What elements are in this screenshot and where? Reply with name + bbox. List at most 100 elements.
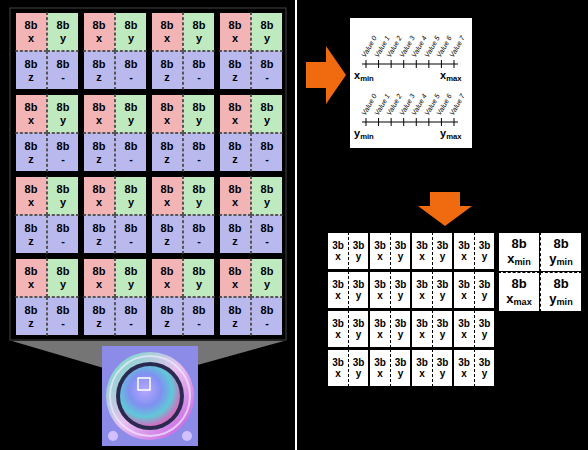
cell-label: 3b xyxy=(374,240,386,252)
index-cell: 3bx xyxy=(369,271,390,309)
cell-label: 8b xyxy=(553,277,568,292)
cell-label: 3b xyxy=(458,279,470,291)
cell-label: x xyxy=(377,329,383,341)
pixel-channel-cell: 8b- xyxy=(251,51,283,90)
cell-label: 3b xyxy=(353,357,365,369)
cell-label: 8b xyxy=(261,183,274,196)
index-cell: 3by xyxy=(390,232,411,270)
cell-label: 8b xyxy=(25,222,38,235)
cell-label: 8b xyxy=(229,101,242,114)
cell-label: 8b xyxy=(93,140,106,153)
cell-label: 8b xyxy=(261,19,274,32)
index-cell: 3by xyxy=(348,310,369,348)
cell-label: 3b xyxy=(395,240,407,252)
cell-label: 8b xyxy=(261,304,274,317)
range-label: ymax xyxy=(440,127,462,139)
cell-label: 3b xyxy=(437,318,449,330)
pixel-channel-cell: 8bz xyxy=(219,133,251,172)
cell-label: x xyxy=(96,32,102,45)
cell-label: x xyxy=(28,32,34,45)
cell-label: 8b xyxy=(511,277,526,292)
pixel-channel-cell: 8b- xyxy=(115,215,147,254)
pixel-channel-cell: 8bx xyxy=(219,176,251,215)
index-cell: 3by xyxy=(432,232,453,270)
cell-label: 8b xyxy=(57,19,70,32)
cell-label: 8b xyxy=(125,183,138,196)
cell-label: x xyxy=(461,251,467,263)
pixel-channel-cell: 8by xyxy=(47,12,79,51)
index-cell: 3by xyxy=(432,271,453,309)
cell-label: 8b xyxy=(229,140,242,153)
cell-label: - xyxy=(61,235,65,248)
cell-label: y xyxy=(60,278,66,291)
index-cell: 3by xyxy=(474,310,495,348)
cell-label: x xyxy=(232,32,238,45)
pixel-channel-cell: 8by xyxy=(251,258,283,297)
cell-label: x xyxy=(232,196,238,209)
cell-label: z xyxy=(232,317,238,330)
pixel-channel-cell: 8bx xyxy=(83,12,115,51)
cell-label: - xyxy=(61,317,65,330)
cell-label: x xyxy=(164,32,170,45)
cell-label: z xyxy=(28,317,34,330)
cell-label: ymin xyxy=(549,252,572,267)
cell-label: 8b xyxy=(93,304,106,317)
pixel-channel-cell: 8b- xyxy=(183,51,215,90)
pixel-channel-cell: 8bz xyxy=(219,297,251,336)
cell-label: 8b xyxy=(161,265,174,278)
index-cell: 3by xyxy=(390,349,411,387)
cell-label: y xyxy=(398,368,404,380)
cell-label: 8b xyxy=(25,19,38,32)
cell-label: x xyxy=(96,278,102,291)
index-cell: 3bx xyxy=(369,349,390,387)
cell-label: z xyxy=(96,71,102,84)
cell-label: 8b xyxy=(57,58,70,71)
cell-label: - xyxy=(265,317,269,330)
cell-label: xmin xyxy=(507,252,530,267)
pixel-channel-cell: 8bx xyxy=(219,94,251,133)
pixel-channel-cell: 8b- xyxy=(251,297,283,336)
index-cell: 3bx xyxy=(411,349,432,387)
pixel-channel-cell: 8bz xyxy=(15,51,47,90)
cell-label: x xyxy=(164,278,170,291)
index-cell: 3by xyxy=(432,349,453,387)
index-cell: 3by xyxy=(474,271,495,309)
pixel-channel-cell: 8b- xyxy=(115,297,147,336)
cell-label: 8b xyxy=(193,58,206,71)
cell-label: 8b xyxy=(125,140,138,153)
cell-label: 3b xyxy=(437,357,449,369)
grid-frame xyxy=(10,8,286,340)
pixel-channel-cell: 8b- xyxy=(47,297,79,336)
cell-label: 8b xyxy=(125,101,138,114)
cell-label: 3b xyxy=(458,318,470,330)
cell-label: - xyxy=(197,317,201,330)
cell-label: 3b xyxy=(479,357,491,369)
arrow-down xyxy=(418,192,472,226)
cell-label: 8b xyxy=(193,140,206,153)
cell-label: 8b xyxy=(125,265,138,278)
cell-label: - xyxy=(129,153,133,166)
pixel-channel-cell: 8by xyxy=(251,94,283,133)
cell-label: z xyxy=(164,153,170,166)
cell-label: x xyxy=(377,290,383,302)
pixel-channel-cell: 8bx xyxy=(151,258,183,297)
range-label: xmin xyxy=(354,69,374,81)
cell-label: 8b xyxy=(161,304,174,317)
cell-label: 8b xyxy=(229,265,242,278)
cell-label: z xyxy=(232,235,238,248)
cell-label: 8b xyxy=(25,58,38,71)
cell-label: x xyxy=(419,290,425,302)
cell-label: y xyxy=(440,251,446,263)
cell-label: 3b xyxy=(416,318,428,330)
cell-label: 3b xyxy=(395,318,407,330)
cell-label: 8b xyxy=(57,304,70,317)
pixel-channel-cell: 8bx xyxy=(219,12,251,51)
cell-label: 8b xyxy=(125,222,138,235)
cell-label: 8b xyxy=(193,19,206,32)
range-cell: 8bymin xyxy=(540,272,582,312)
cell-label: 3b xyxy=(353,240,365,252)
cell-label: z xyxy=(232,153,238,166)
index-cell: 3bx xyxy=(327,349,348,387)
cell-label: x xyxy=(461,329,467,341)
pixel-channel-cell: 8bx xyxy=(151,94,183,133)
